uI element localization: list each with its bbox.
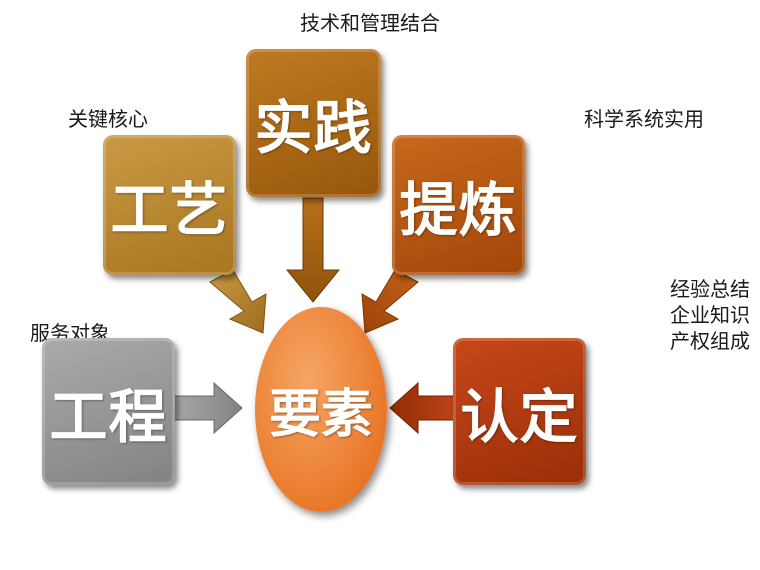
- caption-line-property: 产权组成: [670, 329, 750, 353]
- caption-line-experience: 经验总结: [670, 277, 750, 301]
- node-refine-label: 提炼: [399, 176, 518, 244]
- arrow-refine-to-core: [361, 269, 419, 334]
- arrow-craft-to-core: [209, 269, 267, 334]
- arrow-practice-to-core: [285, 197, 341, 303]
- node-certify-label: 认定: [460, 382, 579, 451]
- node-craft: 工艺: [103, 135, 236, 275]
- arrow-engineering-to-core: [171, 381, 243, 435]
- caption-key-core: 关键核心: [68, 107, 148, 131]
- node-refine: 提炼: [392, 135, 525, 275]
- node-practice: 实践: [246, 49, 381, 197]
- caption-scientific-practical: 科学系统实用: [584, 107, 704, 131]
- node-engineering: 工程: [42, 338, 175, 485]
- caption-knowledge-group: 经验总结 企业知识 产权组成: [670, 276, 750, 354]
- node-certify: 认定: [453, 338, 586, 485]
- arrow-certify-to-core: [389, 381, 463, 435]
- caption-tech-management: 技术和管理结合: [300, 11, 440, 35]
- node-core-elements: 要素: [255, 307, 387, 512]
- node-core-label: 要素: [268, 385, 373, 445]
- node-practice-label: 实践: [254, 94, 373, 162]
- caption-line-enterprise-knowledge: 企业知识: [670, 303, 750, 327]
- node-craft-label: 工艺: [110, 176, 229, 244]
- node-engineering-label: 工程: [49, 382, 168, 451]
